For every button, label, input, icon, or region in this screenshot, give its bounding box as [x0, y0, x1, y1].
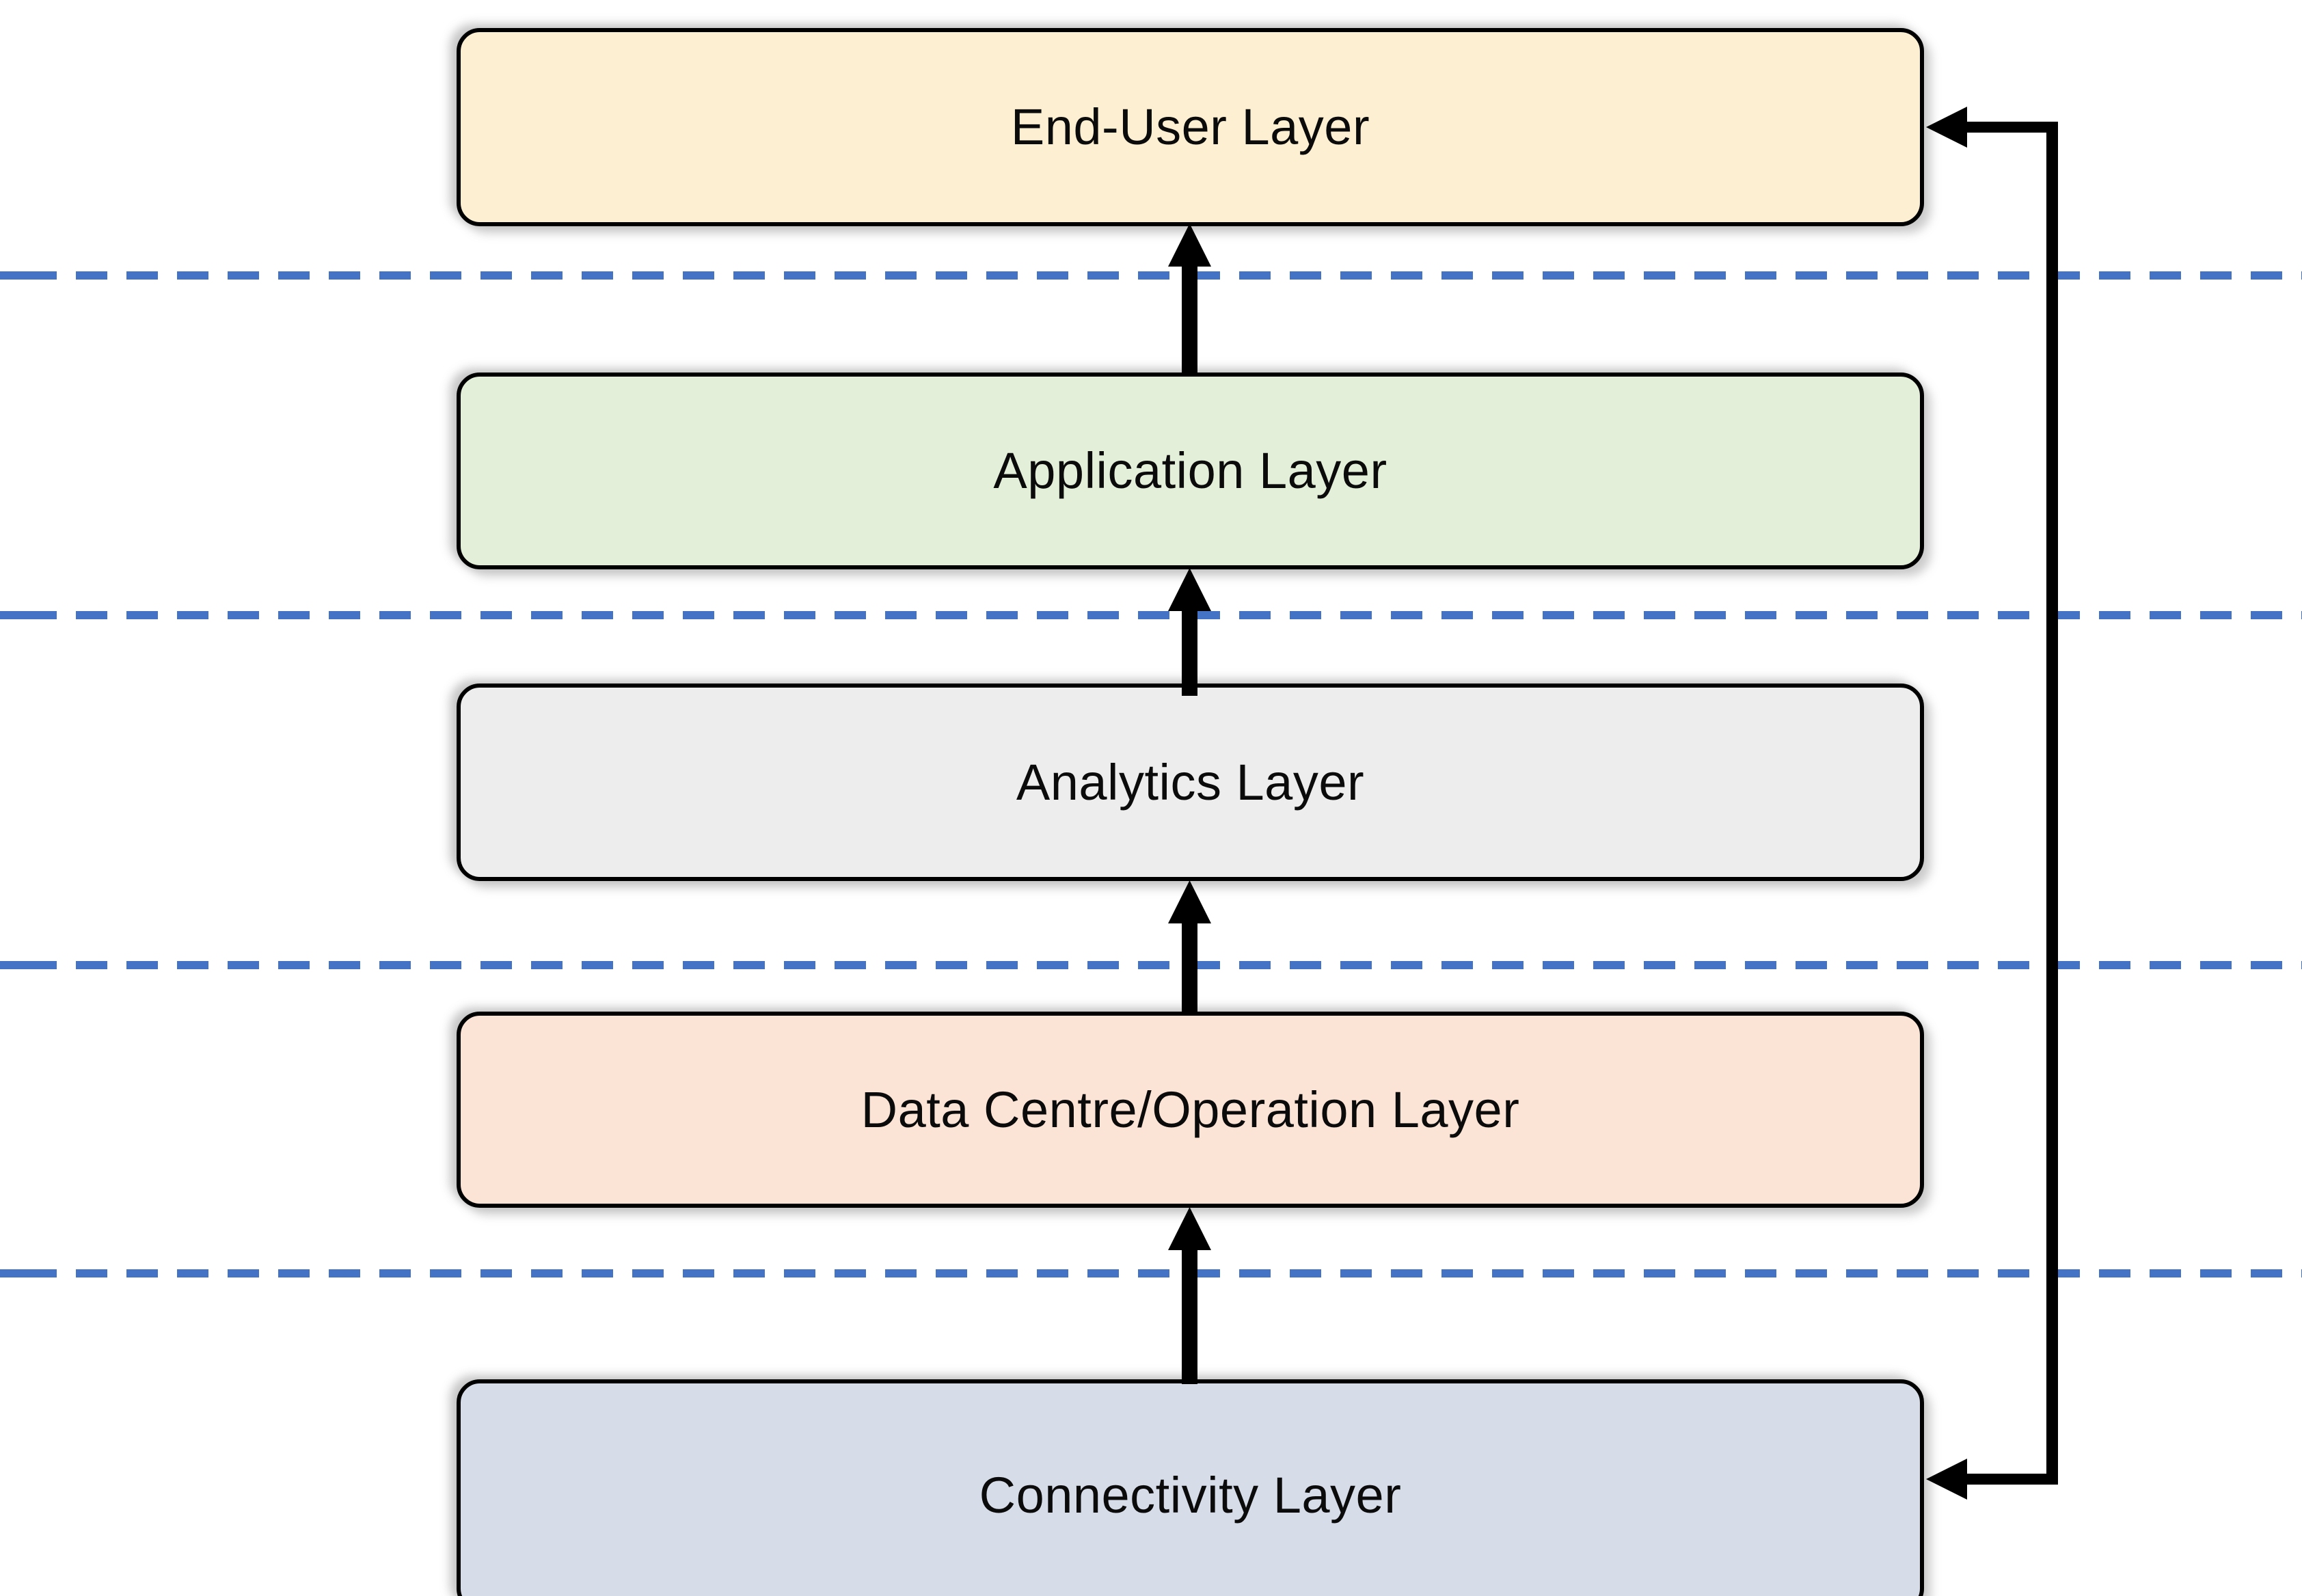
- dashed-separator-line: [0, 611, 2302, 619]
- layer-label-analytics: Analytics Layer: [1016, 753, 1365, 811]
- dashed-separator-line: [0, 961, 2302, 969]
- layer-box-connectivity[interactable]: Connectivity Layer: [457, 1379, 1924, 1596]
- arrow-up-datacentre-to-analytics: [1168, 880, 1211, 1014]
- dashed-separator-line: [0, 271, 2302, 280]
- arrow-feedback-loop: [1926, 107, 2058, 1500]
- layer-label-end-user: End-User Layer: [1010, 98, 1370, 155]
- layer-box-datacentre[interactable]: Data Centre/Operation Layer: [457, 1012, 1924, 1208]
- layer-box-end-user[interactable]: End-User Layer: [457, 28, 1924, 226]
- layer-box-analytics[interactable]: Analytics Layer: [457, 684, 1924, 881]
- layer-box-application[interactable]: Application Layer: [457, 373, 1924, 569]
- dashed-separator-line: [0, 1269, 2302, 1277]
- arrow-up-application-to-end-user: [1168, 224, 1211, 375]
- layer-label-application: Application Layer: [993, 442, 1387, 499]
- layer-label-connectivity: Connectivity Layer: [979, 1467, 1402, 1524]
- arrow-up-connectivity-to-datacentre: [1168, 1207, 1211, 1384]
- arrow-up-analytics-to-application: [1168, 568, 1211, 696]
- layer-label-datacentre: Data Centre/Operation Layer: [861, 1081, 1520, 1138]
